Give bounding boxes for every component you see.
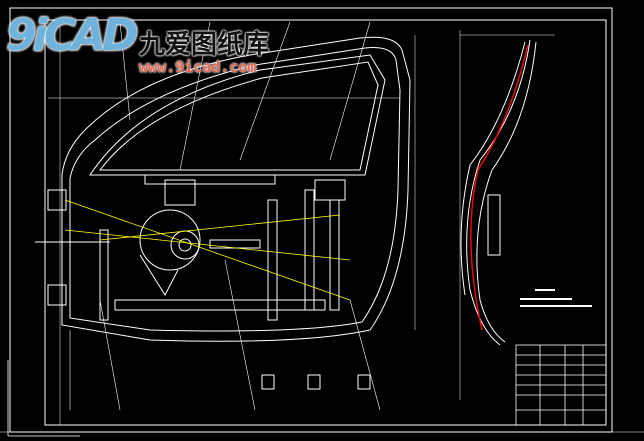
logo-mark: 9iCAD — [6, 10, 139, 61]
title-block — [515, 344, 607, 426]
door-side-view — [35, 20, 416, 425]
logo-url: www.9icad.com — [139, 58, 257, 76]
guide-lines — [64, 199, 351, 301]
ucs-axis-icon — [7, 360, 80, 437]
leader-lines — [69, 21, 381, 411]
drawing-border — [0, 7, 644, 433]
detail-views — [261, 374, 371, 390]
door-section-view — [459, 30, 555, 400]
logo-site-name: 九爱图纸库 — [139, 30, 270, 60]
notes-block — [520, 289, 592, 307]
watermark-logo: 9iCAD 九爱图纸库 www.9icad.com — [2, 6, 292, 76]
